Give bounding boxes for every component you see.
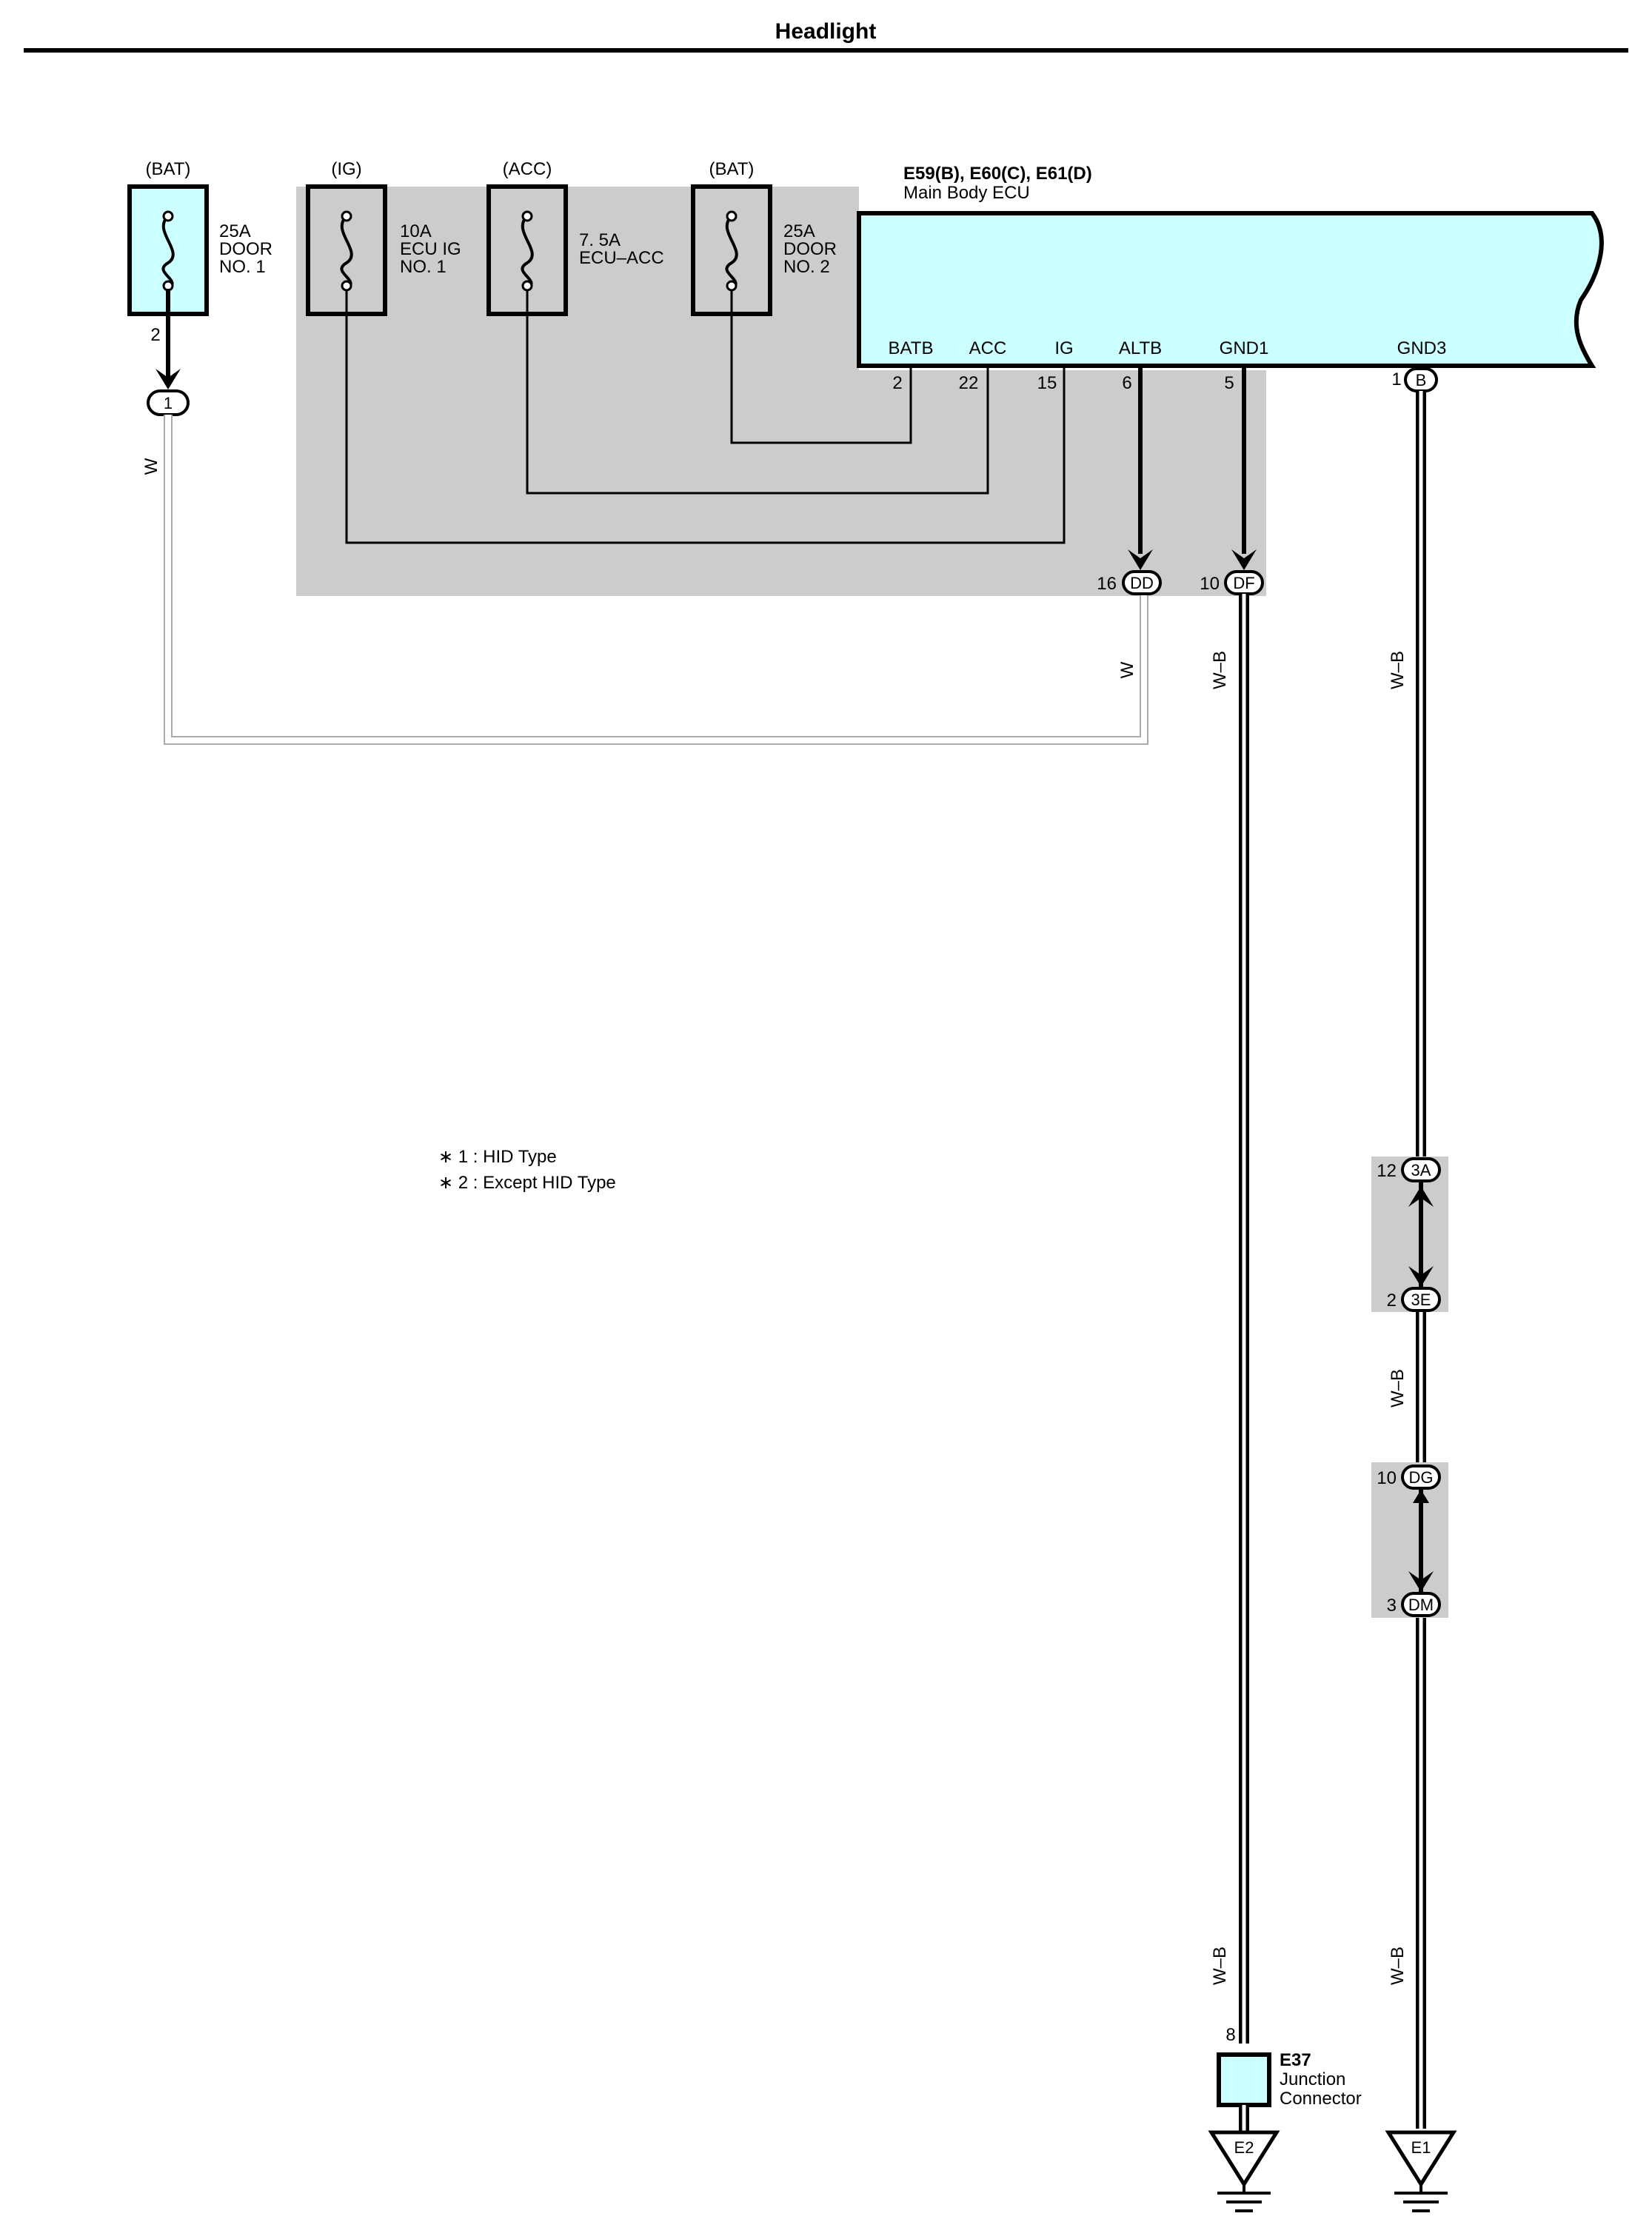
e37-line1: Junction bbox=[1280, 2069, 1345, 2089]
fuse-ecu-ig-no1: (IG) 10A ECU IG NO. 1 bbox=[306, 159, 461, 316]
ground-e2: E2 bbox=[1208, 2130, 1280, 2212]
note-except-hid: ∗ 2 : Except HID Type bbox=[438, 1173, 616, 1193]
ground-e1-label: E1 bbox=[1411, 2138, 1431, 2157]
arrow-dd bbox=[1128, 549, 1153, 570]
junction-3a-pin: 12 bbox=[1377, 1161, 1397, 1181]
pin-acc: 22 bbox=[959, 373, 979, 393]
arrow-dg bbox=[1413, 1490, 1429, 1503]
arrow-3a bbox=[1408, 1186, 1434, 1207]
terminal-altb: ALTB bbox=[1119, 338, 1162, 358]
fuse-rating: 25A bbox=[783, 221, 815, 241]
terminal-gnd1: GND1 bbox=[1220, 338, 1269, 358]
fuse-rating: 25A bbox=[219, 221, 251, 241]
e37-pin: 8 bbox=[1225, 2025, 1235, 2045]
fuse-source: (BAT) bbox=[709, 159, 755, 179]
pin-gnd3: 1 bbox=[1391, 369, 1401, 389]
pin-ig: 15 bbox=[1037, 373, 1057, 393]
junction-dd bbox=[1122, 570, 1162, 595]
wire-w-loop bbox=[164, 415, 1148, 745]
wire-color-wb-gnd1-top: W–B bbox=[1210, 651, 1230, 689]
fuse-source: (BAT) bbox=[146, 159, 191, 179]
terminal-gnd3: GND3 bbox=[1397, 338, 1447, 358]
junction-3e-label: 3E bbox=[1411, 1291, 1431, 1309]
arrow-3e bbox=[1408, 1266, 1434, 1287]
fuse-rating: 10A bbox=[400, 221, 432, 241]
junction-dg bbox=[1401, 1465, 1441, 1490]
arrow-df bbox=[1231, 549, 1257, 570]
note-hid: ∗ 1 : HID Type bbox=[438, 1147, 557, 1167]
ecu-connectors: E59(B), E60(C), E61(D) bbox=[903, 164, 1092, 184]
fuse-rating: 7. 5A bbox=[579, 230, 621, 250]
fuse-source: (IG) bbox=[331, 159, 361, 179]
wire-color-wb-gnd3-mid: W–B bbox=[1388, 1369, 1408, 1408]
arrow-dm bbox=[1408, 1571, 1434, 1592]
junction-3a bbox=[1401, 1157, 1441, 1182]
terminal-ig: IG bbox=[1054, 338, 1073, 358]
junction-3e bbox=[1401, 1287, 1441, 1312]
arrow-j1 bbox=[155, 369, 181, 389]
junction-dm-pin: 3 bbox=[1387, 1596, 1397, 1616]
fuse-name-line2: NO. 2 bbox=[783, 257, 830, 277]
fuse-name-line1: DOOR bbox=[219, 239, 272, 259]
wire-color-wb-gnd3-top: W–B bbox=[1388, 651, 1408, 689]
fuse-name-line1: ECU IG bbox=[400, 239, 461, 259]
e37-id: E37 bbox=[1280, 2050, 1311, 2070]
wire-color-w-right: W bbox=[1117, 661, 1137, 678]
fuse-name-line2: NO. 1 bbox=[400, 257, 447, 277]
wire-color-wb-gnd1-bottom: W–B bbox=[1210, 1947, 1230, 1985]
junction-dg-label: DG bbox=[1409, 1468, 1434, 1487]
wire-color-wb-gnd3-bottom: W–B bbox=[1388, 1947, 1408, 1985]
ground-e1: E1 bbox=[1385, 2130, 1457, 2212]
terminal-acc: ACC bbox=[969, 338, 1007, 358]
main-body-ecu: E59(B), E60(C), E61(D) Main Body ECU BAT… bbox=[857, 164, 1604, 393]
junction-dm-label: DM bbox=[1408, 1596, 1434, 1614]
junction-df-pin: 10 bbox=[1200, 574, 1220, 594]
pin-gnd1: 5 bbox=[1224, 373, 1234, 393]
junction-connector-e37: 8 E37 Junction Connector bbox=[1217, 2025, 1362, 2109]
junction-dg-pin: 10 bbox=[1377, 1468, 1397, 1488]
fuse-name-line2: NO. 1 bbox=[219, 257, 266, 277]
shaded-3a-3e bbox=[1371, 1157, 1448, 1312]
fuse-name-line1: ECU–ACC bbox=[579, 248, 664, 268]
junction-df-label: DF bbox=[1233, 574, 1254, 592]
connector-b-label: B bbox=[1416, 371, 1427, 389]
fuse-name-line1: DOOR bbox=[783, 239, 837, 259]
ground-e2-label: E2 bbox=[1234, 2138, 1254, 2157]
fuse-door-no1: (BAT) 25A DOOR NO. 1 2 bbox=[127, 159, 272, 345]
pin-altb: 6 bbox=[1122, 373, 1131, 393]
junction-3a-label: 3A bbox=[1411, 1161, 1431, 1179]
junction-dm bbox=[1401, 1592, 1441, 1617]
page-title: Headlight bbox=[775, 19, 877, 44]
ecu-name: Main Body ECU bbox=[903, 183, 1030, 203]
fuse-source: (ACC) bbox=[503, 159, 552, 179]
junction-1-label: 1 bbox=[164, 394, 173, 412]
wire-color-w-left: W bbox=[141, 458, 161, 475]
fuse-pin: 2 bbox=[150, 325, 160, 345]
terminal-batb: BATB bbox=[889, 338, 934, 358]
internal-wires bbox=[345, 290, 1066, 544]
junction-dd-label: DD bbox=[1130, 574, 1154, 592]
pin-batb: 2 bbox=[892, 373, 902, 393]
junction-dd-pin: 16 bbox=[1097, 574, 1117, 594]
e37-line2: Connector bbox=[1280, 2089, 1362, 2109]
junction-3e-pin: 2 bbox=[1387, 1291, 1397, 1311]
